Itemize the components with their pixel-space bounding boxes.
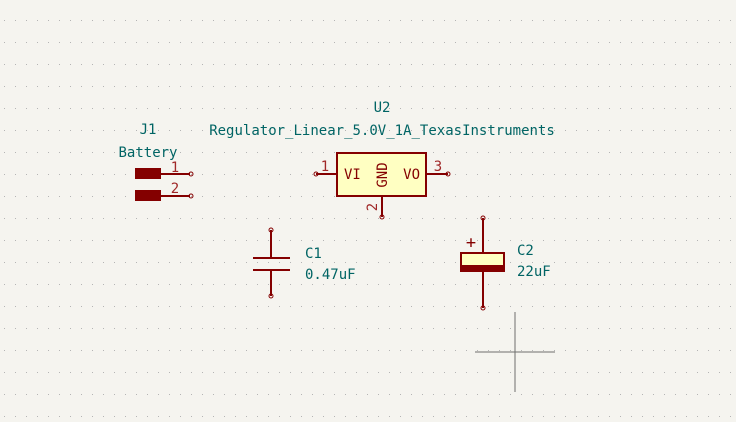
u2-pin3-endpoint[interactable]: [445, 171, 451, 177]
c2-pin1-endpoint[interactable]: [480, 215, 486, 221]
j1-pin2-pad: [135, 190, 161, 201]
u2-reference: U2: [374, 100, 391, 116]
c2-negative-plate: [460, 266, 505, 272]
c2-reference: C2: [517, 243, 534, 259]
c1-capacitor-symbol[interactable]: C1 0.47uF: [253, 227, 356, 299]
j1-value: Battery: [118, 145, 177, 161]
u2-pin-name-vi: VI: [344, 167, 361, 183]
u2-value: Regulator_Linear_5.0V_1A_TexasInstrument…: [209, 123, 555, 139]
c1-pin1-endpoint[interactable]: [268, 227, 274, 233]
u2-pin2-number: 2: [365, 203, 381, 211]
grid: [4, 20, 731, 417]
crosshair-cursor: [475, 312, 555, 392]
u2-regulator-symbol[interactable]: U2 Regulator_Linear_5.0V_1A_TexasInstrum…: [209, 100, 555, 220]
c1-reference: C1: [305, 246, 322, 262]
u2-pin-name-gnd: GND: [375, 162, 391, 187]
j1-pin1-pad: [135, 168, 161, 179]
j1-pin1-endpoint[interactable]: [188, 171, 194, 177]
c2-polarity-mark: +: [466, 233, 476, 253]
j1-pin2-endpoint[interactable]: [188, 193, 194, 199]
c2-polarized-capacitor-symbol[interactable]: + C2 22uF: [460, 215, 551, 311]
j1-pin2-number: 2: [171, 181, 179, 197]
u2-pin-name-vo: VO: [403, 167, 420, 183]
j1-reference: J1: [140, 122, 157, 138]
c2-pin2-endpoint[interactable]: [480, 305, 486, 311]
u2-pin3-number: 3: [434, 159, 442, 175]
c1-value: 0.47uF: [305, 267, 356, 283]
u2-pin1-number: 1: [321, 159, 329, 175]
u2-pin2-endpoint[interactable]: [379, 214, 385, 220]
u2-pin1-endpoint[interactable]: [313, 171, 319, 177]
j1-pin1-number: 1: [171, 160, 179, 176]
c2-positive-plate: [460, 252, 505, 267]
j1-battery-symbol[interactable]: J1 Battery 1 2: [118, 122, 194, 201]
c2-value: 22uF: [517, 264, 551, 280]
c1-pin2-endpoint[interactable]: [268, 293, 274, 299]
